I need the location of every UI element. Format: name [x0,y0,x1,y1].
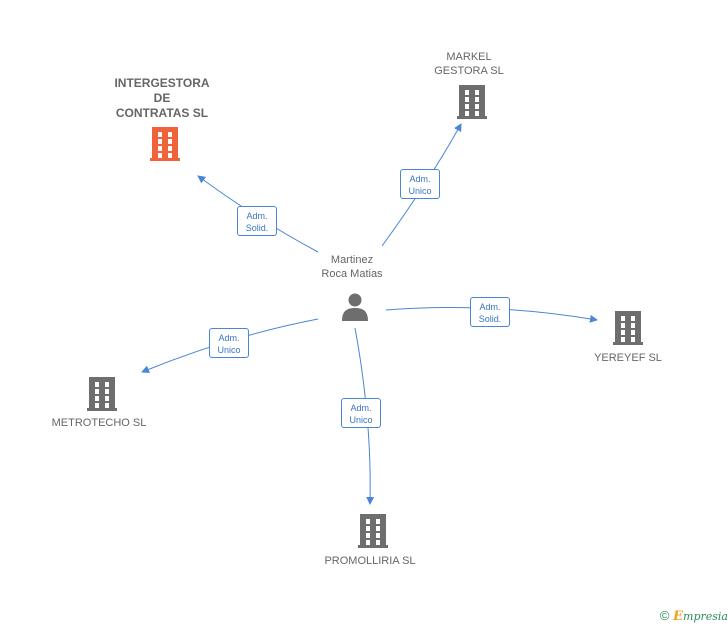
person-name-line-1: Martinez [330,254,374,266]
company-label-line: INTERGESTORA [114,76,210,90]
brand-logo-text: mpresia [683,610,728,623]
edge-label-line: Unico [217,345,241,355]
company-label-line: PROMOLLIRIA SL [324,555,416,567]
building-icon-yereyef[interactable] [613,311,643,345]
edge-label-line: Adm. [246,211,268,221]
building-icon-markel[interactable] [457,85,487,119]
edge-label-line: Adm. [350,403,372,413]
company-label-line: CONTRATAS SL [115,106,209,120]
edge-label-line: Adm. [409,174,431,184]
edge-label-line: Unico [349,415,373,425]
edge-label-metrotecho[interactable]: Adm. Unico [209,328,249,358]
company-label-metrotecho: METROTECHO SL [44,416,154,430]
copyright-icon: © [659,608,670,623]
edge-label-line: Adm. [479,302,501,312]
person-icon[interactable] [340,292,370,322]
company-label-line: DE [153,91,171,105]
edge-label-markel[interactable]: Adm. Unico [400,169,440,199]
company-label-yereyef: YEREYEF SL [578,351,678,365]
edge-label-line: Solid. [245,223,269,233]
edge-label-intergestora[interactable]: Adm. Solid. [237,206,277,236]
edge-label-yereyef[interactable]: Adm. Solid. [470,297,510,327]
company-label-intergestora: INTERGESTORA DE CONTRATAS SL [102,76,222,121]
person-name-line-2: Roca Matias [321,268,383,280]
company-label-line: YEREYEF SL [594,352,662,364]
building-icon-intergestora[interactable] [150,127,180,161]
edge-label-line: Solid. [478,314,502,324]
company-label-line: METROTECHO SL [51,417,147,429]
brand-logo-initial: E [673,609,684,624]
edge-label-line: Unico [408,186,432,196]
company-label-markel: MARKEL GESTORA SL [419,50,519,78]
building-icon-metrotecho[interactable] [87,377,117,411]
edge-label-line: Adm. [218,333,240,343]
edge-label-promolliria[interactable]: Adm. Unico [341,398,381,428]
building-icon-promolliria[interactable] [358,514,388,548]
company-label-line: MARKEL [446,51,492,63]
brand-footer: © Empresia [660,608,728,624]
company-label-promolliria: PROMOLLIRIA SL [315,554,425,568]
person-name: Martinez Roca Matias [302,253,402,281]
company-label-line: GESTORA SL [434,65,504,77]
